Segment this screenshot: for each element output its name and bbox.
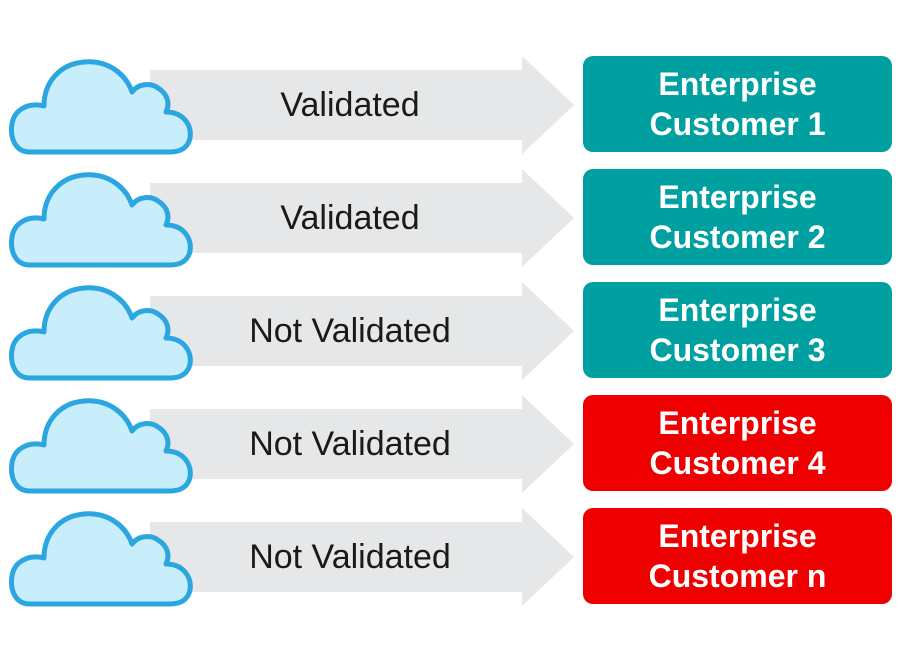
cloud-icon bbox=[9, 172, 193, 268]
flow-arrow bbox=[150, 508, 574, 606]
flow-arrow bbox=[150, 395, 574, 493]
validation-status-label: Not Validated bbox=[249, 538, 451, 576]
customer-label-line2: Customer 4 bbox=[649, 445, 826, 481]
cloud-icon bbox=[9, 511, 193, 607]
validation-status-label: Validated bbox=[280, 86, 420, 124]
customer-label-line2: Customer 3 bbox=[649, 332, 826, 368]
cloud-icon bbox=[9, 398, 193, 494]
customer-label-line1: Enterprise bbox=[658, 179, 817, 215]
cloud-icon bbox=[9, 285, 193, 381]
customer-label-line1: Enterprise bbox=[658, 405, 817, 441]
validation-status-label: Not Validated bbox=[249, 312, 451, 350]
customer-label-line1: Enterprise bbox=[658, 292, 817, 328]
cloud-icon bbox=[9, 59, 193, 155]
customer-label-line2: Customer 2 bbox=[649, 219, 826, 255]
flow-arrow bbox=[150, 56, 574, 154]
customer-label-line2: Customer 1 bbox=[649, 106, 826, 142]
flow-arrow bbox=[150, 169, 574, 267]
flow-arrow bbox=[150, 282, 574, 380]
customer-label-line2: Customer n bbox=[648, 558, 827, 594]
customer-label-line1: Enterprise bbox=[658, 66, 817, 102]
validation-status-label: Not Validated bbox=[249, 425, 451, 463]
validation-status-label: Validated bbox=[280, 199, 420, 237]
customer-label-line1: Enterprise bbox=[658, 518, 817, 554]
